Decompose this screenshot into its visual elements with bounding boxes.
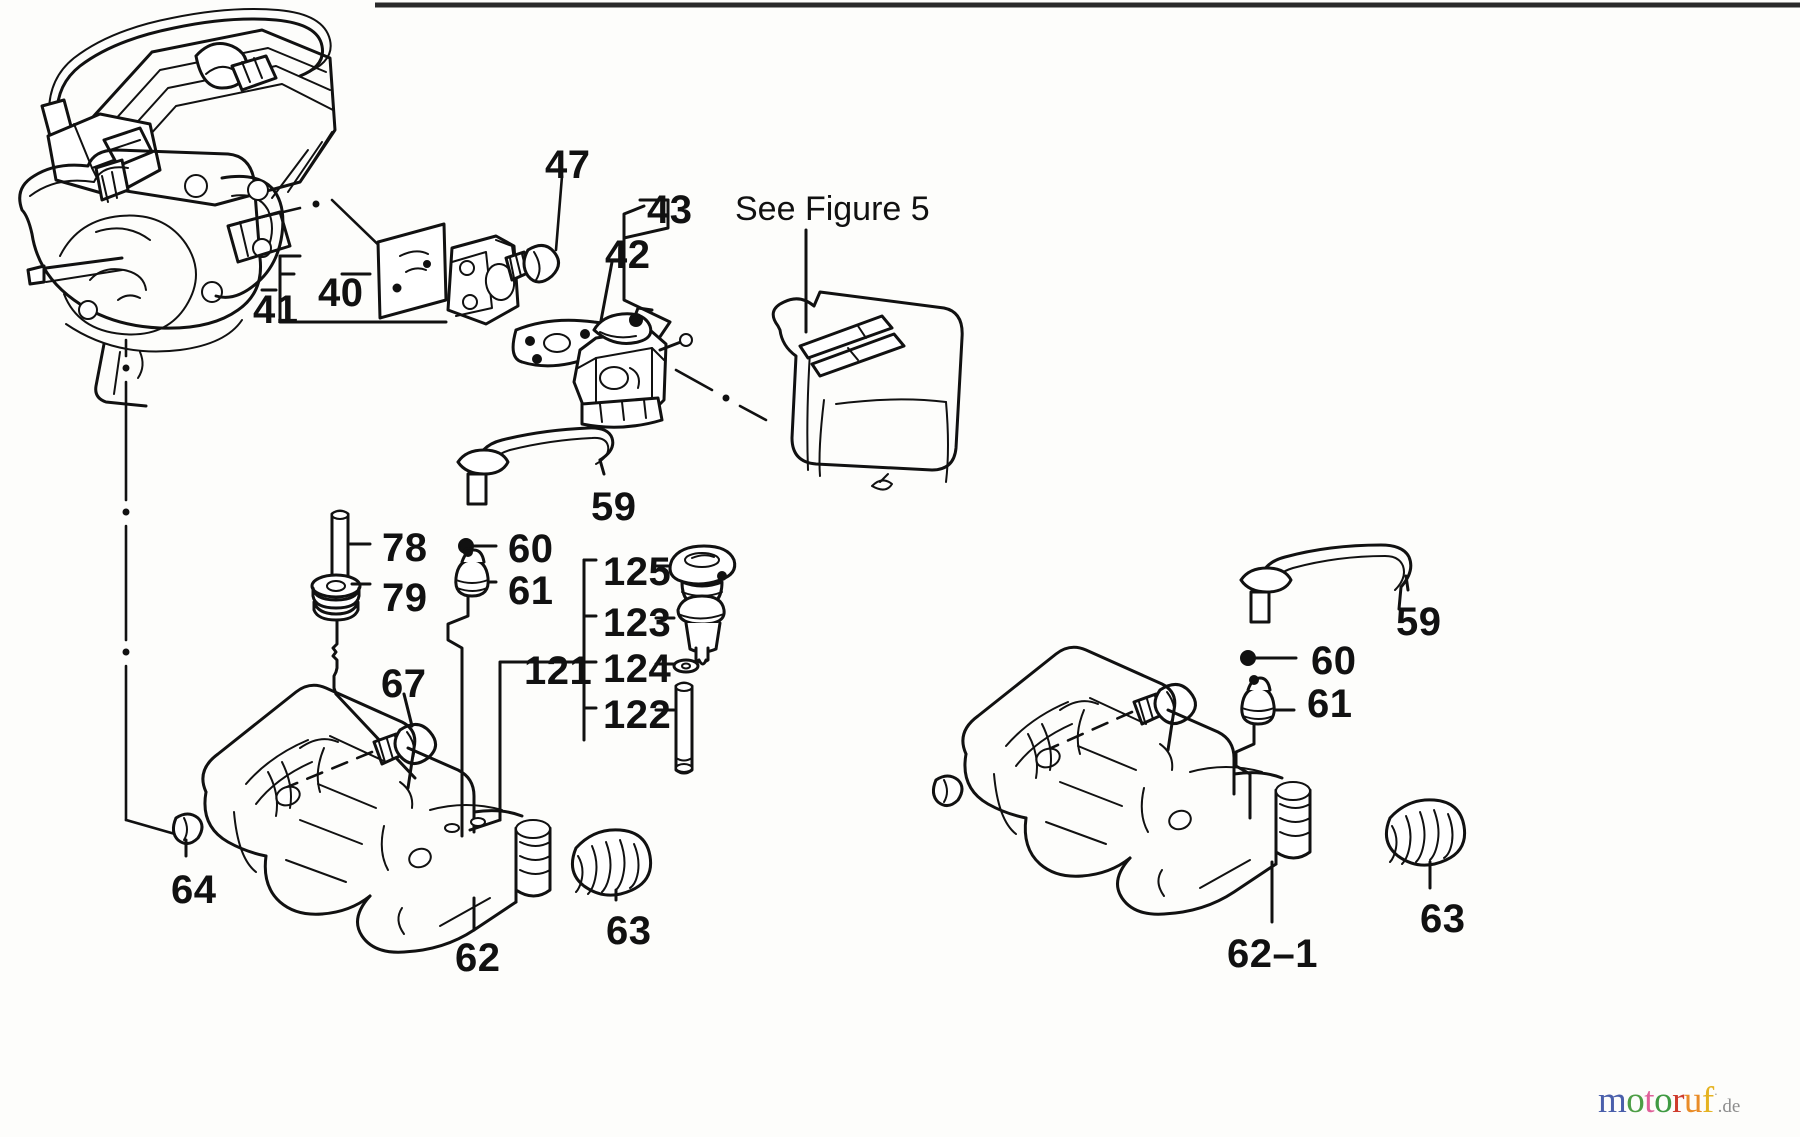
callout-41: 41 <box>253 288 299 332</box>
callout-64: 64 <box>171 868 217 912</box>
part-122 <box>654 681 694 775</box>
fuel-tank-62 <box>201 683 552 954</box>
brand-letter-m: m <box>1598 1080 1627 1121</box>
plug-right <box>931 774 964 807</box>
part-125 <box>654 544 737 608</box>
callout-67: 67 <box>381 662 427 706</box>
bracket-43 <box>622 198 672 386</box>
callout-60-left: 60 <box>508 527 554 571</box>
callout-59-left: 59 <box>591 485 637 529</box>
callout-42: 42 <box>605 233 651 277</box>
fuel-filter-61-right <box>1234 675 1296 820</box>
brand-letter-t: t <box>1644 1080 1655 1121</box>
callout-62-1: 62–1 <box>1227 932 1318 976</box>
callout-40: 40 <box>318 271 364 315</box>
grommet-79 <box>310 573 417 780</box>
grommet-60-right <box>1240 650 1298 666</box>
callout-78: 78 <box>382 526 428 570</box>
bracket-41 <box>278 254 448 324</box>
callout-63-left: 63 <box>606 909 652 953</box>
callout-79: 79 <box>382 576 428 620</box>
callout-63-right: 63 <box>1420 897 1466 941</box>
fuel-valve-group-121 <box>468 544 737 832</box>
fuel-tank-62-1 <box>961 645 1312 924</box>
callout-47: 47 <box>545 143 591 187</box>
brand-letter-o1: o <box>1626 1080 1645 1121</box>
insulator-gasket-group <box>260 222 520 326</box>
callout-121: 121 <box>524 649 593 693</box>
callout-61-right: 61 <box>1307 682 1353 726</box>
callout-62: 62 <box>455 936 501 980</box>
callout-61-left: 61 <box>508 569 554 613</box>
motoruf-watermark: motoruf·.de <box>1598 1082 1740 1119</box>
bolt-47 <box>504 174 564 284</box>
leader-engine-to-insulator <box>256 206 302 220</box>
leader-carb-to-aircleaner <box>674 368 714 392</box>
fuel-line-59-left <box>456 426 615 506</box>
engine-assembly <box>18 8 337 408</box>
air-cleaner-cover <box>771 290 964 491</box>
callout-123: 123 <box>603 601 672 645</box>
fuel-filter-61-left <box>446 547 498 838</box>
callout-125: 125 <box>603 550 672 594</box>
callout-124: 124 <box>603 647 672 691</box>
part-123 <box>654 594 726 666</box>
brand-letter-o2: o <box>1654 1080 1673 1121</box>
callout-59-right: 59 <box>1396 600 1442 644</box>
callout-60-right: 60 <box>1311 639 1357 683</box>
fuel-cap-63-left <box>570 828 653 902</box>
brand-letter-f: f <box>1701 1080 1714 1121</box>
callout-43: 43 <box>647 188 693 232</box>
callout-122: 122 <box>603 693 672 737</box>
fuel-cap-63-right <box>1384 798 1467 890</box>
carburetor <box>572 306 693 429</box>
part-124 <box>654 658 700 674</box>
brand-letter-u: u <box>1683 1080 1703 1121</box>
brand-letter-r: r <box>1672 1080 1684 1121</box>
fuel-line-59-right <box>1239 543 1413 624</box>
brand-suffix: .de <box>1717 1096 1741 1117</box>
brand-dot: · <box>1713 1086 1718 1102</box>
plug-64 <box>171 812 204 858</box>
note-see-figure-5: See Figure 5 <box>735 190 930 228</box>
